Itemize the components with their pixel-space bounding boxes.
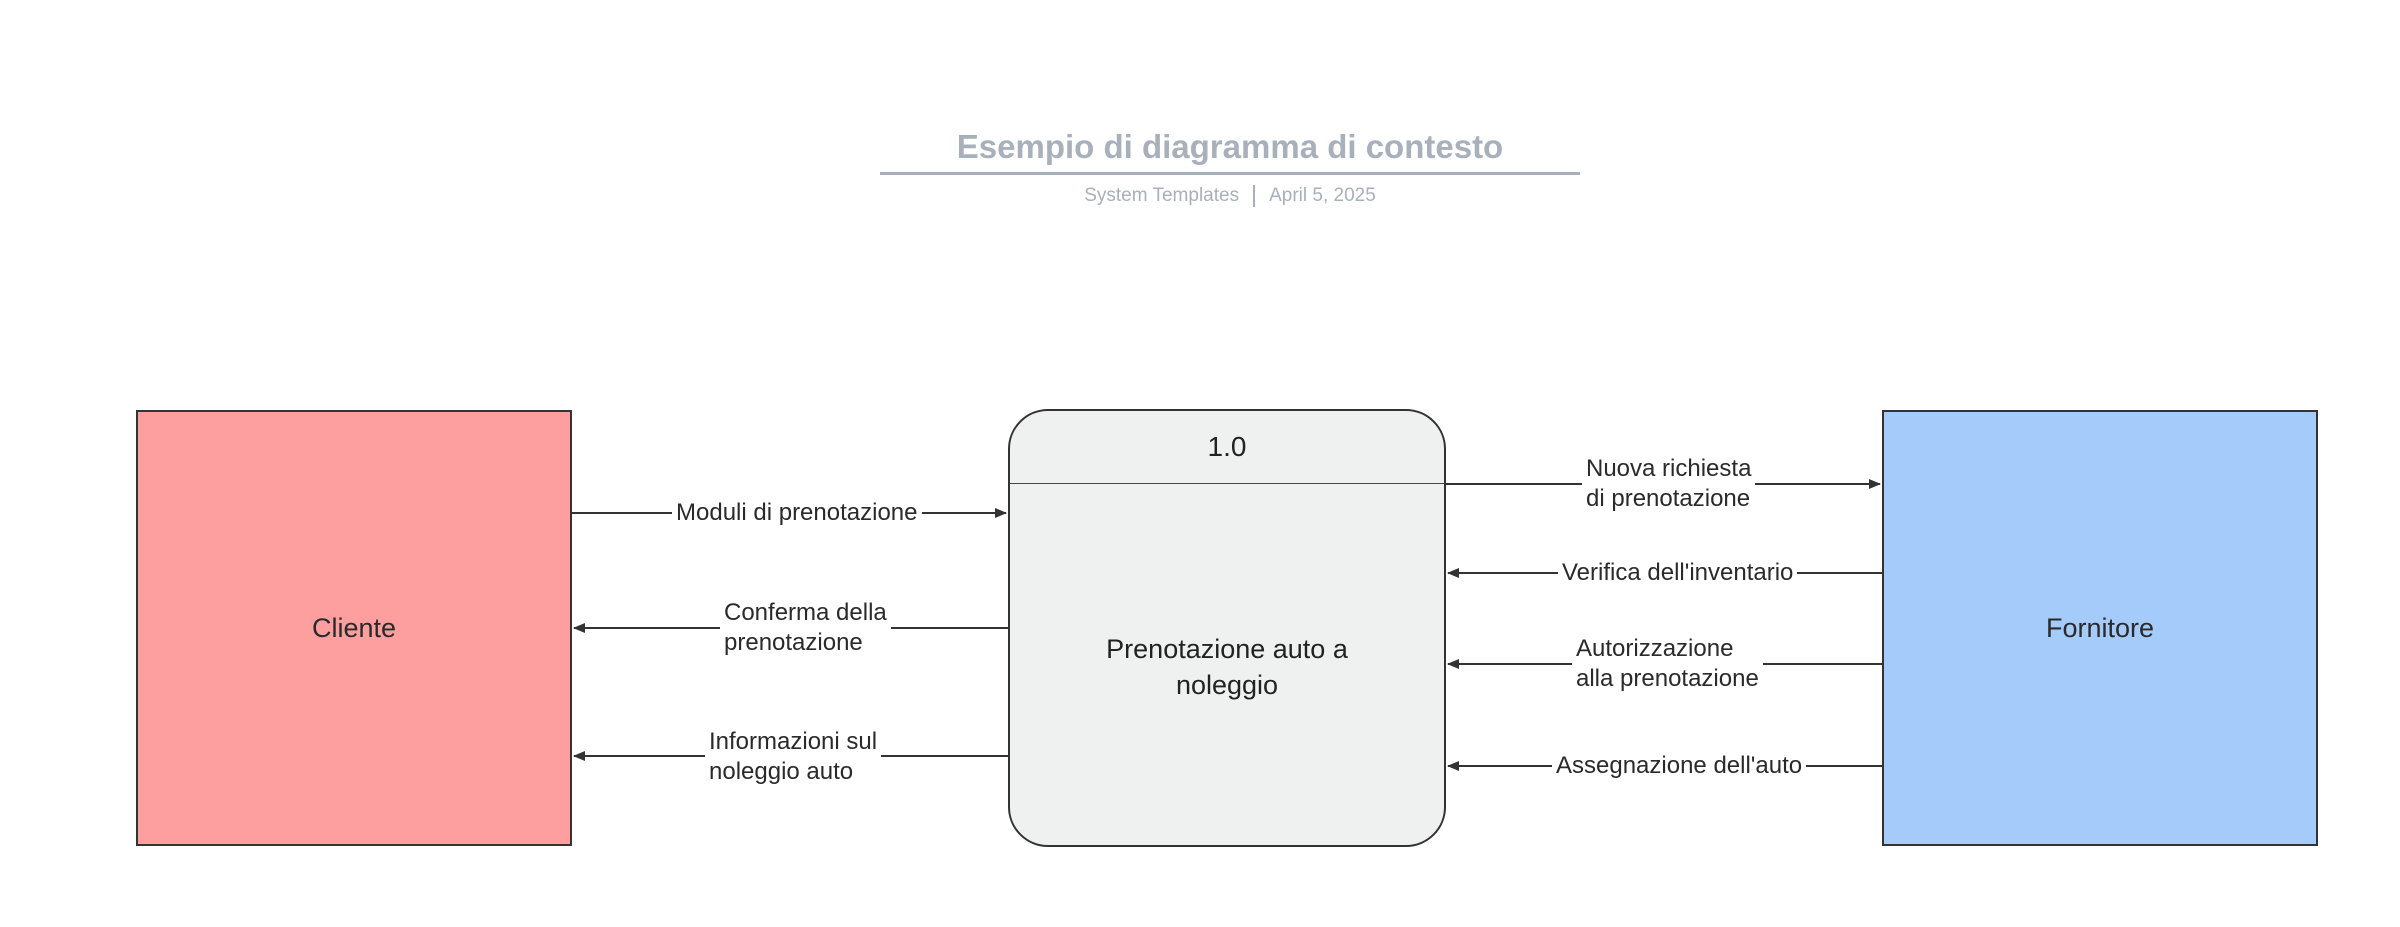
flow-label-moduli: Moduli di prenotazione bbox=[672, 498, 922, 528]
flow-label-moduli-text: Moduli di prenotazione bbox=[676, 499, 918, 526]
flow-label-nuova-line2: di prenotazione bbox=[1586, 485, 1751, 512]
flow-label-conferma-line2: prenotazione bbox=[724, 629, 863, 656]
flow-label-autorizzazione: Autorizzazione alla prenotazione bbox=[1572, 634, 1763, 694]
entity-cliente-label: Cliente bbox=[311, 612, 397, 643]
date-label: April 5, 2025 bbox=[1269, 185, 1376, 207]
process-name: Prenotazione auto a noleggio bbox=[1030, 631, 1424, 703]
meta-separator bbox=[1253, 185, 1256, 207]
process-name-line1: Prenotazione auto a bbox=[1106, 634, 1348, 664]
entity-cliente[interactable]: Cliente bbox=[136, 410, 572, 846]
flow-label-verifica: Verifica dell'inventario bbox=[1558, 558, 1798, 588]
flow-label-informazioni-line1: Informazioni sul bbox=[709, 728, 878, 755]
process-prenotazione[interactable]: 1.0 Prenotazione auto a noleggio bbox=[1008, 409, 1446, 847]
author-label: System Templates bbox=[1084, 185, 1240, 207]
diagram-meta: System Templates April 5, 2025 bbox=[880, 185, 1580, 207]
process-name-line2: noleggio bbox=[1175, 670, 1279, 700]
entity-fornitore-label: Fornitore bbox=[2045, 612, 2155, 643]
process-id: 1.0 bbox=[1010, 411, 1444, 484]
flow-label-informazioni: Informazioni sul noleggio auto bbox=[705, 727, 882, 787]
diagram-title: Esempio di diagramma di contesto bbox=[880, 128, 1580, 175]
flow-label-conferma: Conferma della prenotazione bbox=[720, 598, 891, 658]
flow-label-autorizzazione-line2: alla prenotazione bbox=[1576, 665, 1759, 692]
flow-label-nuova-line1: Nuova richiesta bbox=[1586, 455, 1752, 482]
flow-label-autorizzazione-line1: Autorizzazione bbox=[1576, 635, 1734, 662]
flow-label-verifica-text: Verifica dell'inventario bbox=[1562, 559, 1794, 586]
flow-label-assegnazione: Assegnazione dell'auto bbox=[1552, 751, 1807, 781]
flow-label-assegnazione-text: Assegnazione dell'auto bbox=[1556, 752, 1803, 779]
diagram-header: Esempio di diagramma di contesto System … bbox=[880, 128, 1580, 207]
flow-label-conferma-line1: Conferma della bbox=[724, 599, 887, 626]
flow-label-nuova-richiesta: Nuova richiesta di prenotazione bbox=[1582, 454, 1756, 514]
flow-label-informazioni-line2: noleggio auto bbox=[709, 758, 854, 785]
entity-fornitore[interactable]: Fornitore bbox=[1882, 410, 2318, 846]
